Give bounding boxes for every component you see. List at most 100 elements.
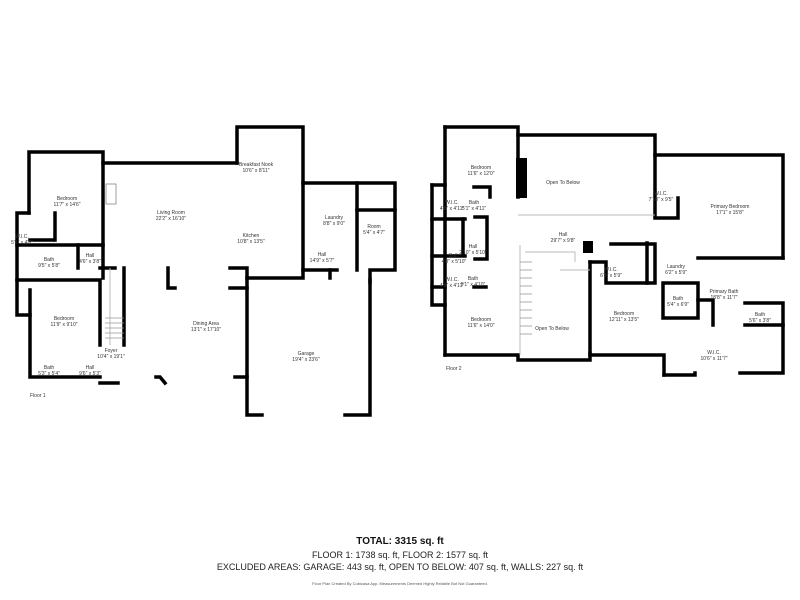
room-label: W.I.C.10'6" x 11'7": [700, 350, 727, 362]
railing-line: [525, 251, 576, 262]
room-dimensions: 5'3" x 5'4": [38, 371, 60, 377]
room-name: Bath: [448, 253, 460, 259]
room-dimensions: 11'9" x 9'10": [50, 322, 78, 328]
wall: [235, 125, 397, 284]
room-dimensions: 11'6" x 12'0": [467, 171, 495, 177]
room-name: Hall: [558, 232, 568, 238]
room-dimensions: 2'10" x 5'10": [459, 250, 487, 256]
room-dimensions: 7'10" x 9'5": [648, 197, 674, 203]
room-name: Bath: [467, 276, 479, 282]
wall: [653, 153, 680, 220]
room-name: Breakfast Nook: [238, 162, 274, 168]
wall: [662, 371, 697, 377]
wall: [245, 268, 305, 417]
room-dimensions: 10'4" x 19'1": [97, 354, 125, 360]
wall: [166, 266, 177, 290]
room-dimensions: 5'1" x 4'10": [460, 282, 486, 288]
room-name: Bedroom: [53, 316, 75, 322]
wall: [661, 281, 700, 320]
room-label: W.I.C.6'4" x 5'9": [600, 267, 622, 279]
room-name: Primary Bedroom: [710, 204, 750, 210]
room-dimensions: 12'11" x 13'5": [609, 317, 639, 323]
room-name: Bath: [672, 296, 684, 302]
wall: [15, 211, 32, 317]
room-dimensions: 18'8" x 11'7": [710, 295, 738, 301]
room-dimensions: 11'7" x 14'6": [53, 202, 81, 208]
room-label: Open To Below: [535, 326, 569, 332]
floor-1-label: Floor 1: [30, 393, 46, 399]
wall: [738, 323, 785, 375]
room-dimensions: 19'4" x 23'6": [292, 357, 320, 363]
chimney-block: [583, 241, 593, 253]
wall: [343, 278, 372, 417]
room-name: Kitchen: [242, 233, 260, 239]
room-dimensions: 5'5" x 4'6": [11, 240, 33, 246]
room-name: Dining Area: [193, 321, 219, 327]
room-name: Laundry: [324, 215, 344, 221]
wall: [28, 288, 102, 379]
room-dimensions: 5'1" x 4'11": [461, 206, 487, 212]
room-dimensions: 10'6" x 8'11": [242, 168, 270, 174]
chimney-block: [516, 158, 527, 198]
room-dimensions: 5'6" x 3'8": [749, 318, 771, 324]
wall: [696, 298, 715, 327]
wall: [473, 215, 489, 261]
room-dimensions: 9'5" x 5'8": [38, 263, 60, 269]
wall: [15, 278, 102, 347]
room-name: Hall: [85, 365, 95, 371]
room-name: Primary Bath: [709, 289, 739, 295]
room-dimensions: 4'8" x 4'11": [439, 283, 465, 289]
room-dimensions: 4'8" x 4'11": [439, 206, 465, 212]
room-name: Bedroom: [613, 311, 635, 317]
wall: [588, 260, 666, 377]
wall: [472, 185, 492, 199]
room-dimensions: 10'6" x 11'7": [700, 356, 728, 362]
room-label: W.I.C.4'8" x 4'11": [440, 200, 464, 212]
room-name: Garage: [297, 351, 315, 357]
room-label: Open To Below: [546, 180, 580, 186]
room-dimensions: 14'9" x 5'7": [309, 258, 335, 264]
wall-blocks: [105, 158, 593, 253]
room-name: Hall: [85, 253, 95, 259]
room-name: Living Room: [157, 210, 185, 216]
interior-lines: [105, 214, 655, 355]
room-label: W.I.C.4'8" x 4'11": [440, 277, 464, 289]
room-name: Foyer: [104, 348, 118, 354]
room-dimensions: 5'4" x 6'9": [667, 302, 689, 308]
room-dimensions: 29'7" x 9'8": [550, 238, 576, 244]
floor-2-label: Floor 2: [446, 366, 462, 372]
room-name: Bath: [43, 365, 55, 371]
room-name: Hall: [468, 244, 478, 250]
wall: [443, 351, 592, 362]
room-dimensions: 22'2" x 16'10": [155, 216, 187, 222]
room-name: Laundry: [666, 264, 686, 270]
room-name: Hall: [317, 252, 327, 258]
fireplace: [105, 183, 117, 205]
room-label: W.I.C.7'10" x 9'5": [649, 191, 674, 203]
room-dimensions: 10'8" x 13'5": [237, 239, 265, 245]
wall: [27, 150, 105, 247]
room-dimensions: 4'6" x 3'8": [79, 259, 101, 265]
room-name: Bedroom: [470, 317, 492, 323]
excluded-areas: EXCLUDED AREAS: GARAGE: 443 sq. ft, OPEN…: [216, 562, 584, 572]
